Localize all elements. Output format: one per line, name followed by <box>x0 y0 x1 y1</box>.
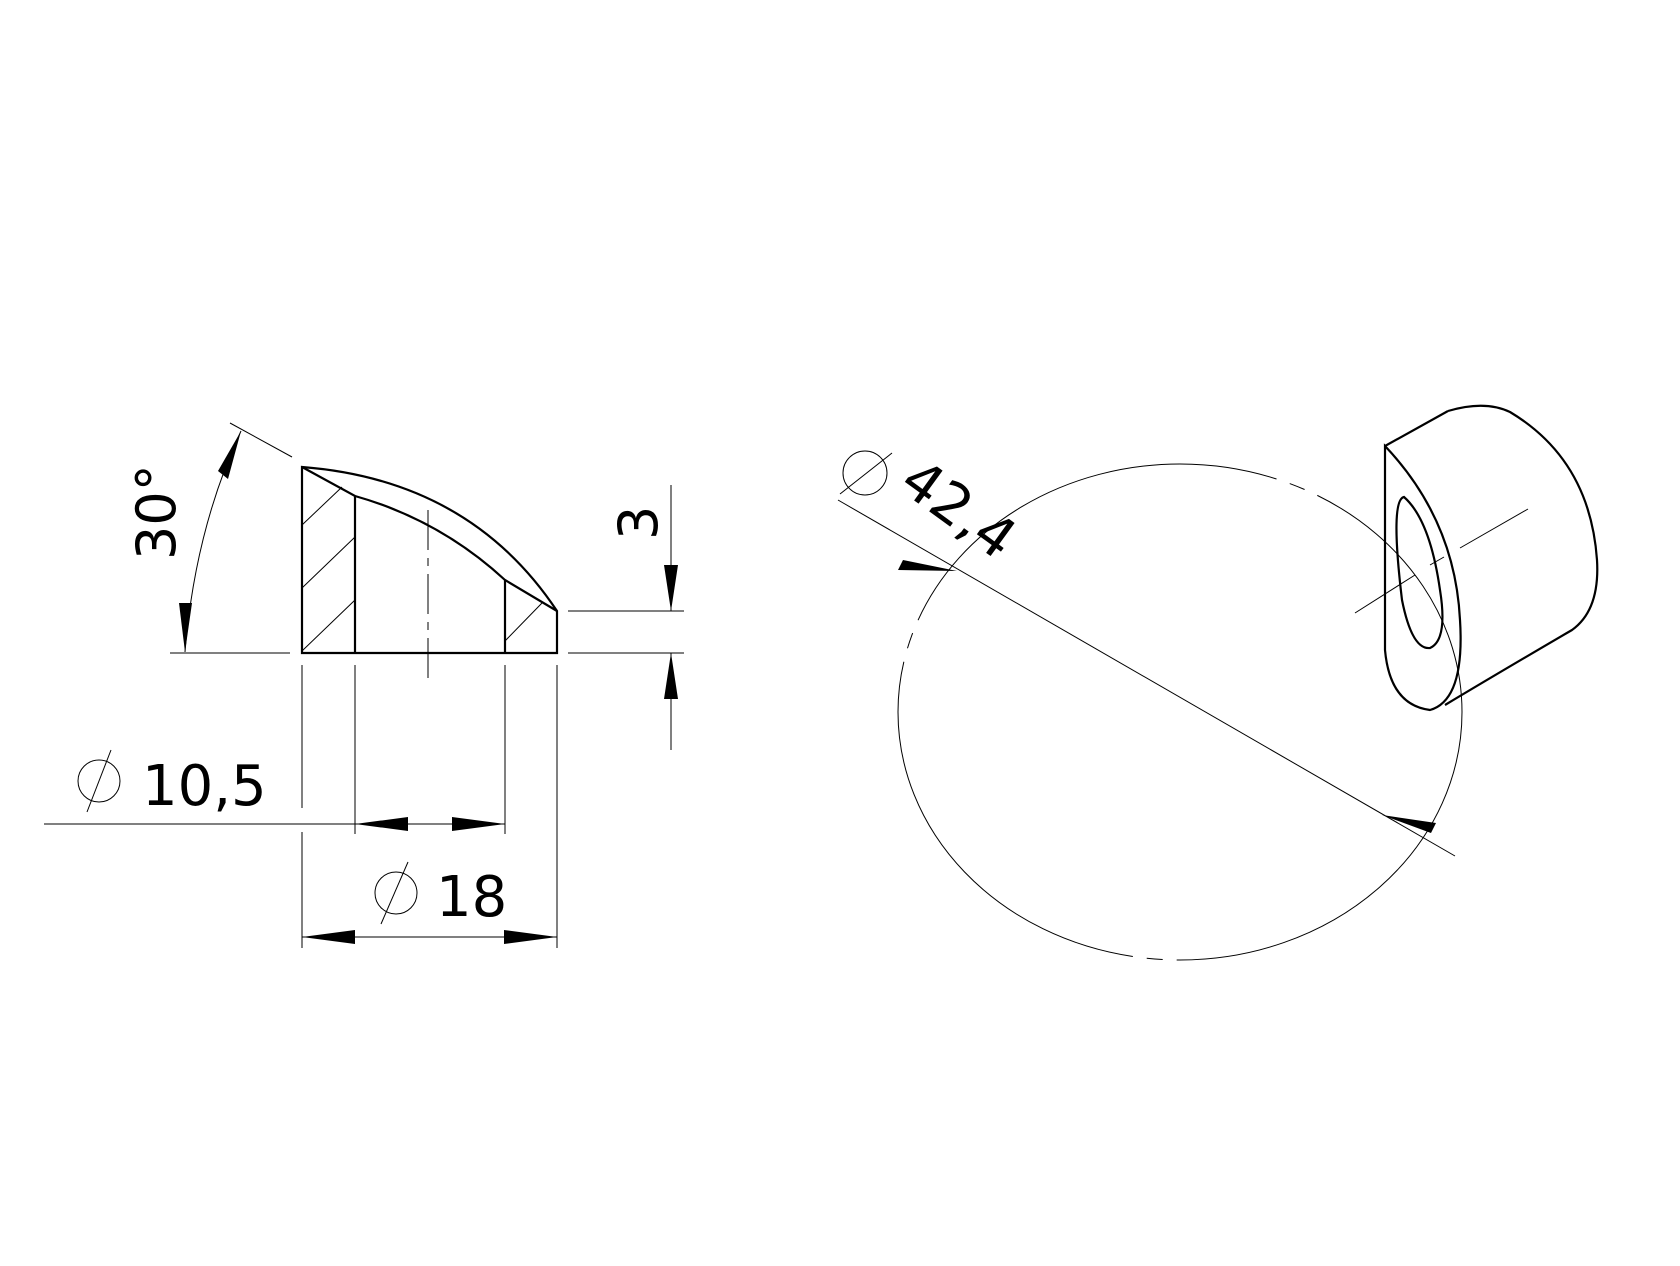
inner-diameter-dimension <box>44 665 506 834</box>
iso-centerline <box>1354 508 1529 614</box>
height-dimension <box>568 485 684 750</box>
hatch-left <box>301 486 356 652</box>
height-label: 3 <box>607 506 670 540</box>
isometric-view <box>1383 404 1599 712</box>
angle-label: 30° <box>125 464 188 560</box>
iso-outer-arc <box>1444 404 1599 706</box>
section-outline <box>300 465 559 655</box>
section-view <box>300 465 559 680</box>
iso-bore <box>1395 495 1444 650</box>
cut-diameter-label: 42,4 <box>889 447 1028 573</box>
cut-circle <box>897 463 1463 961</box>
outer-diameter-label: 18 <box>436 865 507 930</box>
cut-circle-view <box>837 450 1463 961</box>
iso-top-edge <box>1384 410 1449 447</box>
section-inner-curve <box>301 466 558 612</box>
hatch-right <box>504 602 543 642</box>
iso-front-face <box>1383 443 1462 712</box>
diameter-leader <box>837 499 1456 857</box>
angle-dimension <box>170 422 293 654</box>
outer-diameter-dimension <box>301 665 558 948</box>
inner-diameter-label: 10,5 <box>142 754 267 819</box>
